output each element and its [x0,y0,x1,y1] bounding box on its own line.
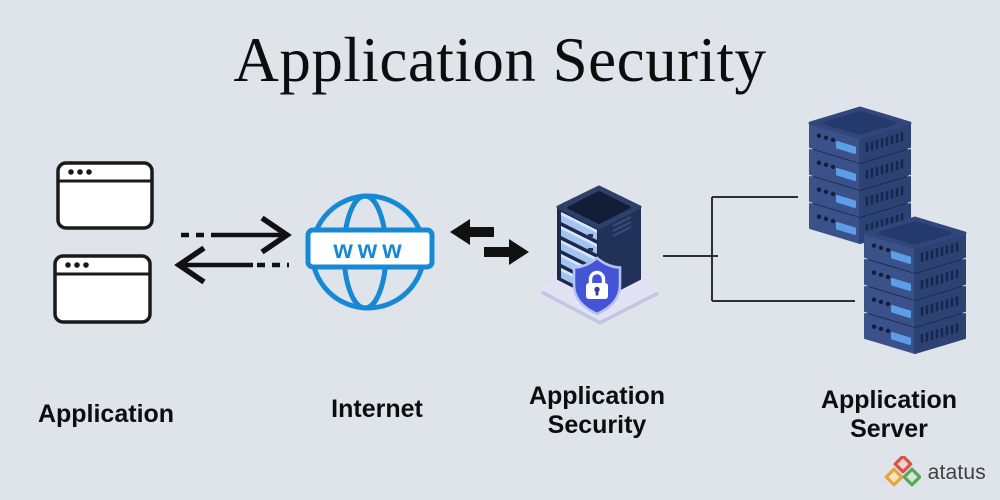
shield-lock-icon [572,256,622,316]
globe-www-icon: www [305,193,435,311]
label-application-security-line2: Security [547,411,647,439]
label-application-security-line1: Application [528,382,666,410]
atatus-logo: atatus [883,456,986,490]
logo-text: atatus [927,461,986,484]
www-banner-text: www [332,236,406,264]
label-application-security: Application Security [529,382,665,440]
label-internet: Internet [331,395,423,423]
label-application-server-line1: Application [820,386,958,414]
logo-diamonds-icon [884,456,921,487]
exchange-arrows-icon [450,219,529,265]
label-application-server: Application Server [821,386,957,444]
server-stack-icon-2 [863,216,967,355]
label-application-server-line2: Server [850,415,928,443]
secured-server-icon [541,185,659,325]
request-arrow-right-icon [181,215,292,255]
response-arrow-left-icon [174,245,289,285]
label-application: Application [37,400,175,428]
connector-lines [663,196,855,302]
page-title: Application Security [233,25,767,95]
browser-window-icon-1 [56,161,154,230]
browser-window-icon-2 [53,254,152,324]
